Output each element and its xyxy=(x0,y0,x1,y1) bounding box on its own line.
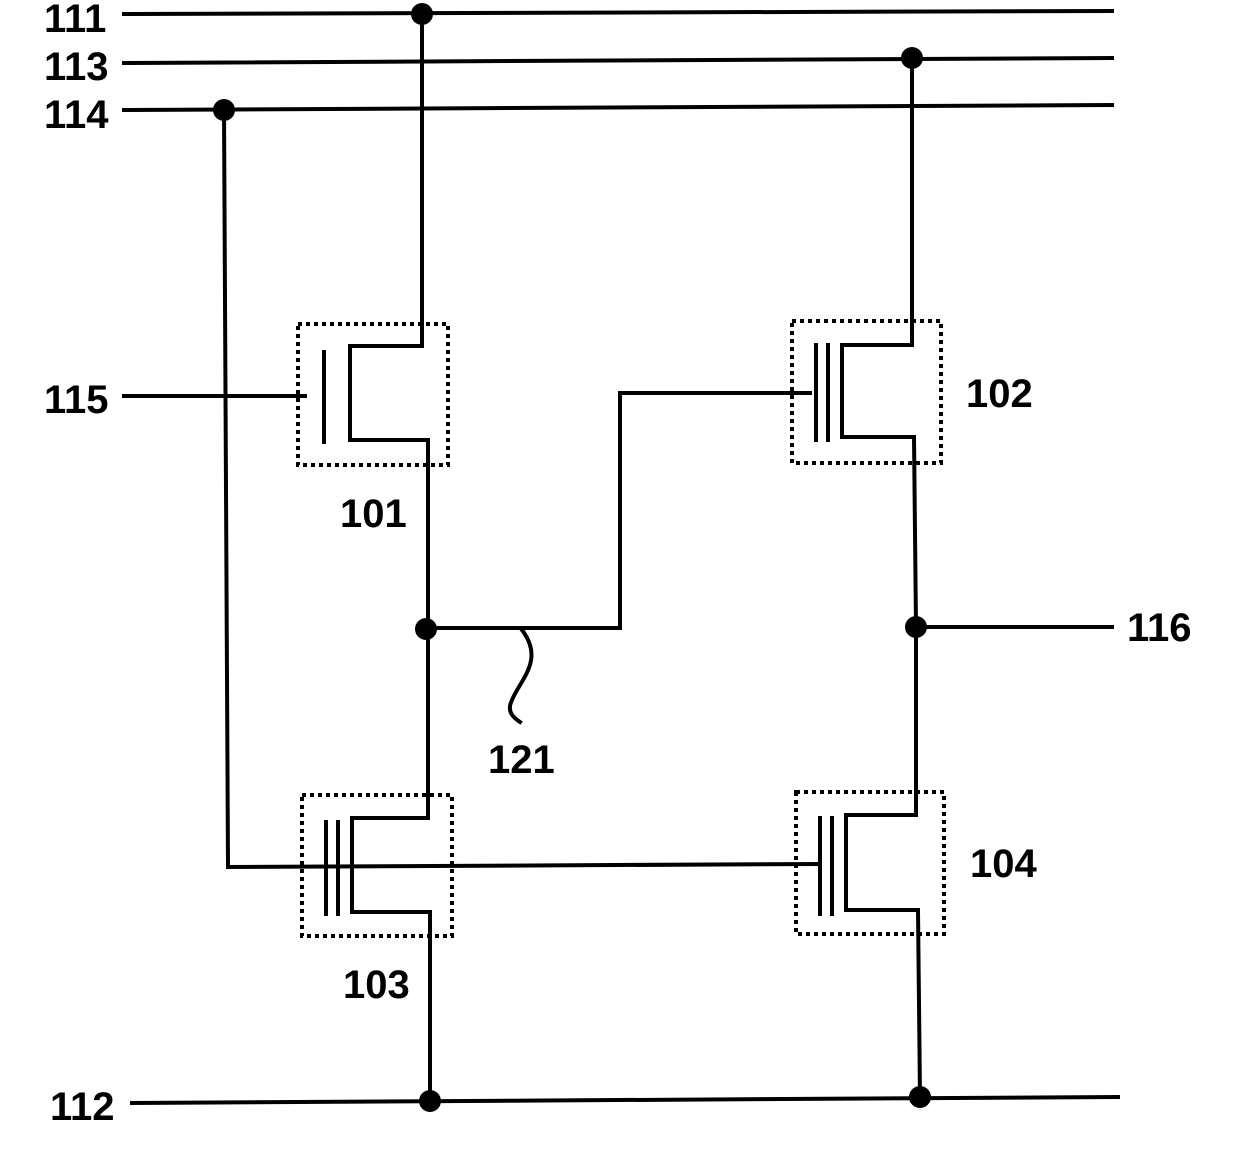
junction-112-right xyxy=(909,1086,931,1108)
label-115: 115 xyxy=(44,378,109,422)
junction-113 xyxy=(901,47,923,69)
label-104: 104 xyxy=(970,842,1037,886)
transistor-104-channel xyxy=(846,815,918,910)
label-102: 102 xyxy=(966,372,1033,416)
junction-114 xyxy=(213,99,235,121)
label-111: 111 xyxy=(44,0,106,41)
label-114: 114 xyxy=(44,93,109,137)
wire-104-to-112 xyxy=(918,910,920,1097)
junction-112-left xyxy=(419,1090,441,1112)
label-112: 112 xyxy=(50,1085,115,1129)
rail-113 xyxy=(124,58,1112,63)
label-101: 101 xyxy=(340,492,407,536)
transistor-102-channel xyxy=(842,345,914,437)
node-121-leader xyxy=(510,630,532,722)
wire-102-to-node-116 xyxy=(914,437,916,627)
junction-111 xyxy=(411,3,433,25)
rail-111 xyxy=(124,11,1112,14)
transistor-101-channel xyxy=(350,346,428,440)
label-116: 116 xyxy=(1127,606,1192,650)
rail-112 xyxy=(132,1097,1118,1103)
junction-node-121 xyxy=(415,618,437,640)
label-103: 103 xyxy=(343,963,410,1007)
label-113: 113 xyxy=(44,45,109,89)
label-121: 121 xyxy=(488,738,555,782)
junction-node-116 xyxy=(905,616,927,638)
rail-114 xyxy=(124,105,1112,110)
wire-node-121-to-102-gate xyxy=(428,393,810,628)
